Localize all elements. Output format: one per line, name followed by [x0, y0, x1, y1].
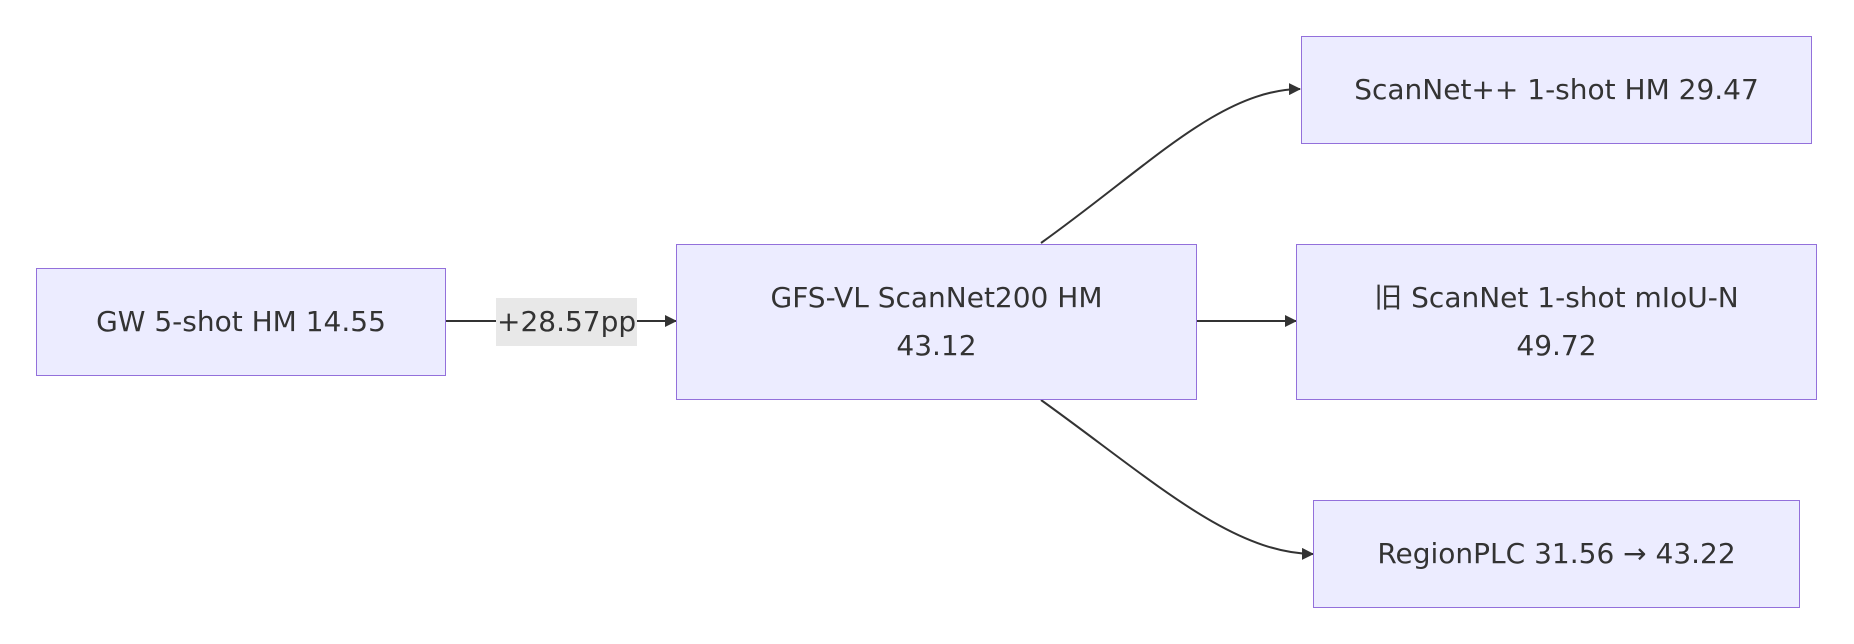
edge-center-to-top: [1040, 83, 1301, 244]
bottom-node: RegionPLC 31.56 → 43.22: [1313, 500, 1800, 608]
source-node-label: GW 5-shot HM 14.55: [96, 305, 386, 338]
bottom-node-label: RegionPLC 31.56 → 43.22: [1377, 537, 1736, 570]
middle-node-label-line2: 49.72: [1516, 329, 1597, 362]
center-node: GFS-VL ScanNet200 HM 43.12: [676, 244, 1197, 400]
middle-node: 旧 ScanNet 1-shot mIoU-N 49.72: [1296, 244, 1817, 400]
edge-label-gain: +28.57pp: [496, 298, 638, 346]
top-node-label: ScanNet++ 1-shot HM 29.47: [1354, 73, 1759, 106]
source-node: GW 5-shot HM 14.55: [36, 268, 446, 376]
middle-node-label-line1: 旧 ScanNet 1-shot mIoU-N: [1374, 281, 1739, 314]
top-node: ScanNet++ 1-shot HM 29.47: [1301, 36, 1812, 144]
center-node-label-line1: GFS-VL ScanNet200 HM: [770, 281, 1103, 314]
center-node-label-line2: 43.12: [896, 329, 977, 362]
edge-center-to-bottom: [1040, 399, 1314, 560]
